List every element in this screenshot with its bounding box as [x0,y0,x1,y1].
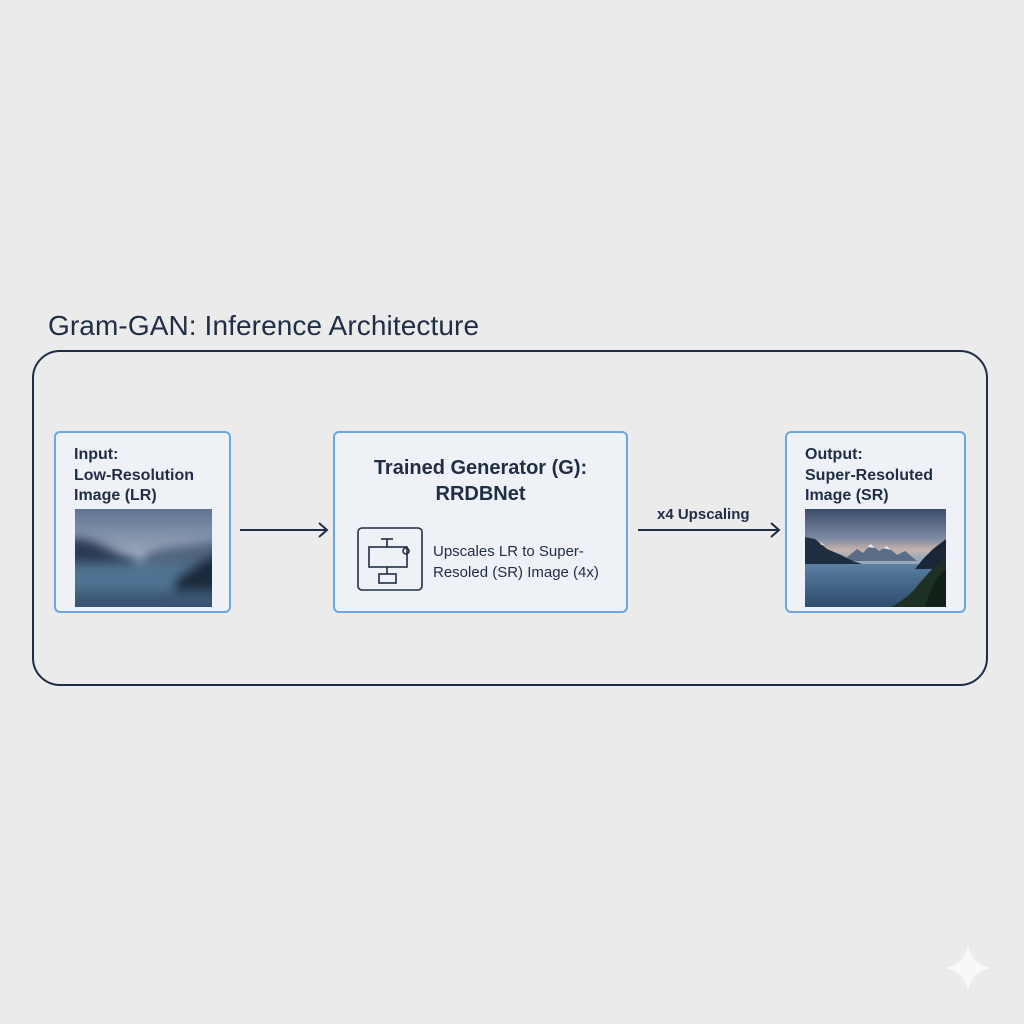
low-resolution-image [75,509,212,607]
input-label-line2: Low-Resolution [74,466,194,484]
generator-title-line1: Trained Generator (G): [373,457,588,479]
generator-description: Upscales LR to Super- Resoled (SR) Image… [433,541,599,583]
network-diagram-icon [357,527,423,591]
output-node-label: Output: Super-Resoluted Image (SR) [805,445,933,507]
arrow-generator-to-output [638,522,781,538]
generator-title-line2: RRDBNet [435,483,526,505]
generator-node: Trained Generator (G): RRDBNet Upscales … [333,431,628,613]
input-node-label: Input: Low-Resolution Image (LR) [74,445,194,507]
generator-desc-line1: Upscales LR to Super- [433,543,584,560]
output-label-line3: Image (SR) [805,487,889,504]
input-label-line3: Image (LR) [74,487,157,504]
super-resolved-image [805,509,946,607]
diagram-title: Gram-GAN: Inference Architecture [48,310,480,341]
output-label-line2: Super-Resoluted [805,466,934,484]
input-node: Input: Low-Resolution Image (LR) [54,431,231,613]
upscaling-edge-label: x4 Upscaling [657,506,750,523]
sparkle-icon [944,944,992,992]
architecture-frame [32,350,988,686]
generator-title: Trained Generator (G): RRDBNet [335,455,626,507]
generator-desc-line2: Resoled (SR) Image (4x) [433,564,599,581]
output-label-line1: Output: [805,446,863,463]
input-label-line1: Input: [74,446,119,463]
output-node: Output: Super-Resoluted Image (SR) [785,431,966,613]
arrow-input-to-generator [240,522,329,538]
